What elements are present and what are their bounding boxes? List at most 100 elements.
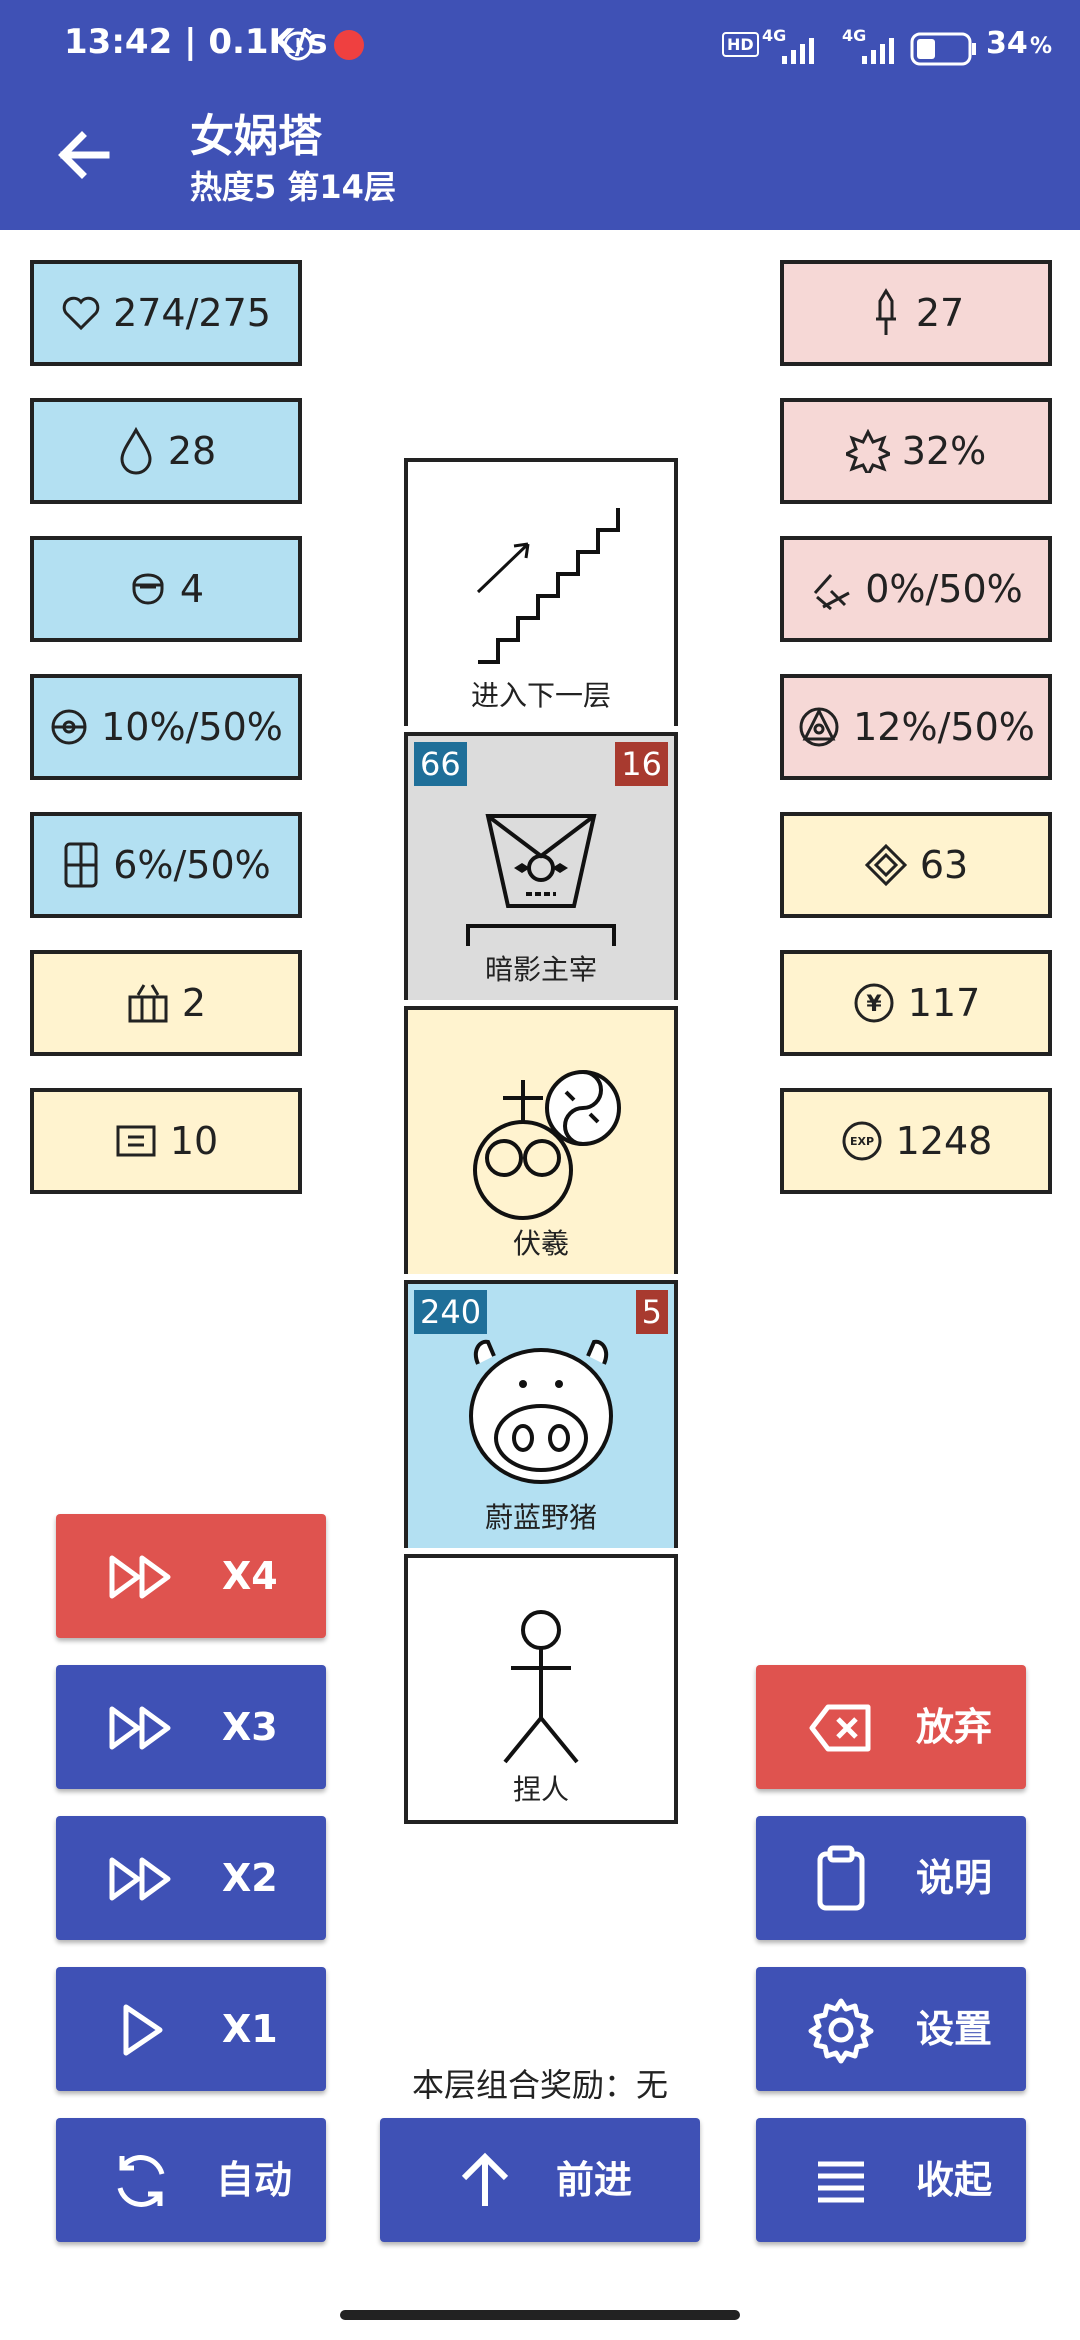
alarm-icon bbox=[280, 26, 316, 66]
fast-forward-icon bbox=[109, 1857, 171, 1901]
auto-button[interactable]: 自动 bbox=[56, 2118, 326, 2242]
tower-cell-enemy-shadow[interactable]: 66 16 暗影主宰 bbox=[404, 732, 678, 1000]
triangle-circle-icon bbox=[799, 707, 839, 747]
stat-gold: ¥ 117 bbox=[780, 950, 1052, 1056]
battery-level: 34 bbox=[986, 26, 1028, 61]
stat-defense: 4 bbox=[30, 536, 302, 642]
stat-exp: EXP 1248 bbox=[780, 1088, 1052, 1194]
tower-cell-label: 伏羲 bbox=[512, 1227, 569, 1260]
tower-cell-label: 进入下一层 bbox=[470, 679, 611, 712]
arrow-left-icon bbox=[58, 131, 110, 179]
stat-gems: 63 bbox=[780, 812, 1052, 918]
settings-label: 设置 bbox=[916, 2007, 993, 2051]
stat-hp: 274/275 bbox=[30, 260, 302, 366]
gear-icon bbox=[808, 1998, 874, 2064]
card-icon bbox=[116, 1125, 156, 1157]
stat-mana: 28 bbox=[30, 398, 302, 504]
fast-forward-icon bbox=[109, 1706, 171, 1750]
app-bar: 13:42 | 0.1K/s HD 4G 4G 34 % 女娲塔 热度5 第14… bbox=[0, 0, 1080, 230]
stat-cards: 10 bbox=[30, 1088, 302, 1194]
heart-icon bbox=[62, 296, 100, 331]
stat-hp-value: 274/275 bbox=[113, 291, 271, 335]
stat-crit-value: 32% bbox=[901, 429, 987, 473]
stat-gems-value: 63 bbox=[919, 843, 969, 887]
speed-x1-button[interactable]: X1 bbox=[56, 1967, 326, 2091]
tower-icon bbox=[128, 984, 168, 1023]
auto-label: 自动 bbox=[216, 2158, 293, 2202]
stairs-icon bbox=[476, 508, 620, 664]
shadow-mask-icon bbox=[466, 814, 616, 946]
diamond-icon bbox=[864, 843, 907, 887]
tower-cell-player[interactable]: 捏人 bbox=[404, 1554, 678, 1824]
signal-icon-2 bbox=[860, 34, 900, 68]
enemy-hp-badge: 66 bbox=[414, 742, 467, 786]
stick-figure-icon bbox=[503, 1610, 579, 1764]
home-indicator[interactable] bbox=[340, 2310, 740, 2320]
info-label: 说明 bbox=[916, 1856, 993, 1900]
tower-cell-next-floor[interactable]: 进入下一层 bbox=[404, 458, 678, 726]
collapse-label: 收起 bbox=[916, 2158, 993, 2202]
stat-exp-value: 1248 bbox=[895, 1119, 993, 1163]
enemy-hp-badge: 240 bbox=[414, 1290, 488, 1334]
stat-defense-value: 4 bbox=[179, 567, 205, 611]
slash-icon bbox=[814, 574, 850, 611]
network-label-2: 4G bbox=[842, 26, 867, 45]
helmet-icon bbox=[132, 573, 164, 605]
tower-cell-fuxi[interactable]: 伏羲 bbox=[404, 1006, 678, 1274]
shield-icon bbox=[64, 842, 98, 888]
tower-cell-enemy-boar[interactable]: 240 5 蔚蓝野猪 bbox=[404, 1280, 678, 1548]
stat-combo-value: 12%/50% bbox=[853, 705, 1035, 749]
tower-cell-label: 捏人 bbox=[512, 1773, 569, 1806]
hd-icon: HD bbox=[722, 32, 759, 57]
advance-label: 前进 bbox=[556, 2158, 633, 2202]
info-button[interactable]: 说明 bbox=[756, 1816, 1026, 1940]
stat-crit: 32% bbox=[780, 398, 1052, 504]
tower-cell-label: 暗影主宰 bbox=[484, 953, 597, 986]
back-button[interactable] bbox=[50, 120, 120, 190]
stat-cards-value: 10 bbox=[169, 1119, 219, 1163]
boar-icon bbox=[469, 1339, 613, 1484]
battery-unit: % bbox=[1030, 34, 1053, 59]
speed-x3-button[interactable]: X3 bbox=[56, 1665, 326, 1789]
abandon-label: 放弃 bbox=[916, 1705, 993, 1749]
clipboard-icon bbox=[817, 1845, 865, 1911]
stat-towers: 2 bbox=[30, 950, 302, 1056]
refresh-icon bbox=[117, 2155, 165, 2207]
yen-icon: ¥ bbox=[854, 983, 894, 1023]
stat-towers-value: 2 bbox=[181, 981, 207, 1025]
exp-icon: EXP bbox=[842, 1121, 882, 1161]
stat-dodge-value: 10%/50% bbox=[101, 705, 283, 749]
burst-icon bbox=[845, 429, 890, 473]
stat-attack-value: 27 bbox=[915, 291, 965, 335]
stat-mana-value: 28 bbox=[167, 429, 217, 473]
backspace-icon bbox=[809, 1704, 871, 1752]
collapse-button[interactable]: 收起 bbox=[756, 2118, 1026, 2242]
floor-combo-reward: 本层组合奖励：无 bbox=[411, 2066, 668, 2104]
speed-x2-label: X2 bbox=[222, 1856, 278, 1900]
menu-icon bbox=[818, 2161, 864, 2203]
notification-icon bbox=[334, 30, 364, 60]
stat-pierce: 0%/50% bbox=[780, 536, 1052, 642]
drop-icon bbox=[120, 427, 152, 475]
stat-pierce-value: 0%/50% bbox=[865, 567, 1023, 611]
stat-combo: 12%/50% bbox=[780, 674, 1052, 780]
battery-icon bbox=[910, 32, 978, 70]
abandon-button[interactable]: 放弃 bbox=[756, 1665, 1026, 1789]
disc-icon bbox=[51, 709, 87, 745]
speed-x4-label: X4 bbox=[222, 1554, 278, 1598]
play-icon bbox=[123, 2004, 163, 2056]
svg-text:EXP: EXP bbox=[850, 1135, 874, 1148]
speed-x1-label: X1 bbox=[222, 2007, 278, 2051]
signal-icon bbox=[780, 34, 820, 68]
speed-x3-label: X3 bbox=[222, 1705, 278, 1749]
advance-button[interactable]: 前进 bbox=[380, 2118, 700, 2242]
stat-attack: 27 bbox=[780, 260, 1052, 366]
enemy-attack-badge: 16 bbox=[615, 742, 668, 786]
settings-button[interactable]: 设置 bbox=[756, 1967, 1026, 2091]
speed-x4-button[interactable]: X4 bbox=[56, 1514, 326, 1638]
network-label-1: 4G bbox=[762, 26, 787, 45]
stat-gold-value: 117 bbox=[907, 981, 981, 1025]
speed-x2-button[interactable]: X2 bbox=[56, 1816, 326, 1940]
enemy-attack-badge: 5 bbox=[635, 1290, 668, 1334]
stat-dodge: 10%/50% bbox=[30, 674, 302, 780]
